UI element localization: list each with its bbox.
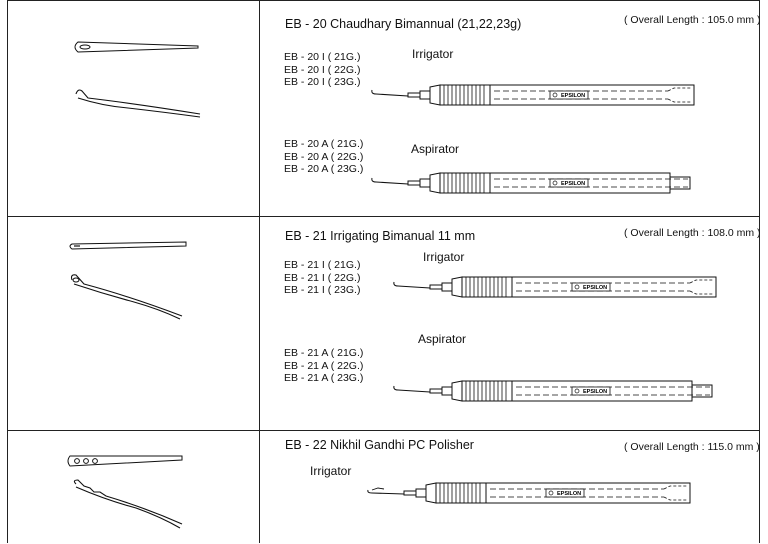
product-code: EB - 21 A ( 23G.): [284, 372, 364, 384]
code-list: EB - 20 A ( 21G.) EB - 20 A ( 22G.) EB -…: [284, 138, 363, 176]
code-list: EB - 20 I ( 21G.) EB - 20 I ( 22G.) EB -…: [284, 51, 360, 89]
aspirator-handpiece-drawing: EPSILON: [393, 380, 713, 402]
product-code: EB - 20 I ( 22G.): [284, 63, 361, 76]
table-border-left: [7, 0, 8, 543]
brand-label: EPSILON: [583, 285, 607, 291]
product-code: EB - 20 I ( 21G.): [284, 51, 361, 63]
group-label-irrigator: Irrigator: [310, 464, 352, 478]
product-title: EB - 22 Nikhil Gandhi PC Polisher: [285, 438, 474, 452]
product-title: EB - 20 Chaudhary Bimannual (21,22,23g): [285, 17, 522, 31]
product-code: EB - 21 I ( 22G.): [284, 271, 361, 284]
group-label-irrigator: Irrigator: [412, 47, 454, 61]
irrigator-handpiece-drawing: EPSILON: [371, 84, 695, 106]
tip-detail-drawing: [69, 241, 187, 320]
table-row: [7, 0, 759, 217]
product-code: EB - 21 A ( 22G.): [284, 359, 364, 372]
group-label-irrigator: Irrigator: [423, 250, 465, 264]
overall-length: ( Overall Length : 105.0 mm ): [624, 14, 761, 26]
group-label-aspirator: Aspirator: [418, 332, 467, 346]
product-code: EB - 20 A ( 21G.): [284, 138, 364, 150]
product-code: EB - 21 A ( 21G.): [284, 347, 364, 359]
column-divider: [259, 0, 260, 543]
product-code: EB - 20 A ( 23G.): [284, 163, 364, 175]
product-code: EB - 21 I ( 23G.): [284, 284, 361, 296]
brand-label: EPSILON: [561, 181, 585, 187]
overall-length: ( Overall Length : 115.0 mm ): [624, 441, 760, 453]
brand-label: EPSILON: [557, 491, 581, 497]
product-code: EB - 20 I ( 23G.): [284, 76, 361, 88]
code-list: EB - 21 A ( 21G.) EB - 21 A ( 22G.) EB -…: [284, 347, 363, 385]
code-list: EB - 21 I ( 21G.) EB - 21 I ( 22G.) EB -…: [284, 259, 360, 297]
product-title: EB - 21 Irrigating Bimanual 11 mm: [285, 229, 476, 243]
irrigator-handpiece-drawing: EPSILON: [367, 482, 691, 504]
brand-label: EPSILON: [583, 389, 607, 395]
irrigator-handpiece-drawing: EPSILON: [393, 276, 717, 298]
tip-detail-drawing: [74, 41, 201, 118]
table-row: [7, 430, 759, 544]
table-row: [7, 216, 759, 431]
tip-detail-drawing: [67, 455, 183, 529]
aspirator-handpiece-drawing: EPSILON: [371, 172, 691, 194]
product-code: EB - 21 I ( 21G.): [284, 259, 361, 271]
brand-label: EPSILON: [561, 93, 585, 99]
product-code: EB - 20 A ( 22G.): [284, 150, 364, 163]
group-label-aspirator: Aspirator: [411, 142, 460, 156]
overall-length: ( Overall Length : 108.0 mm ): [624, 227, 761, 239]
table-border-right: [759, 0, 760, 543]
